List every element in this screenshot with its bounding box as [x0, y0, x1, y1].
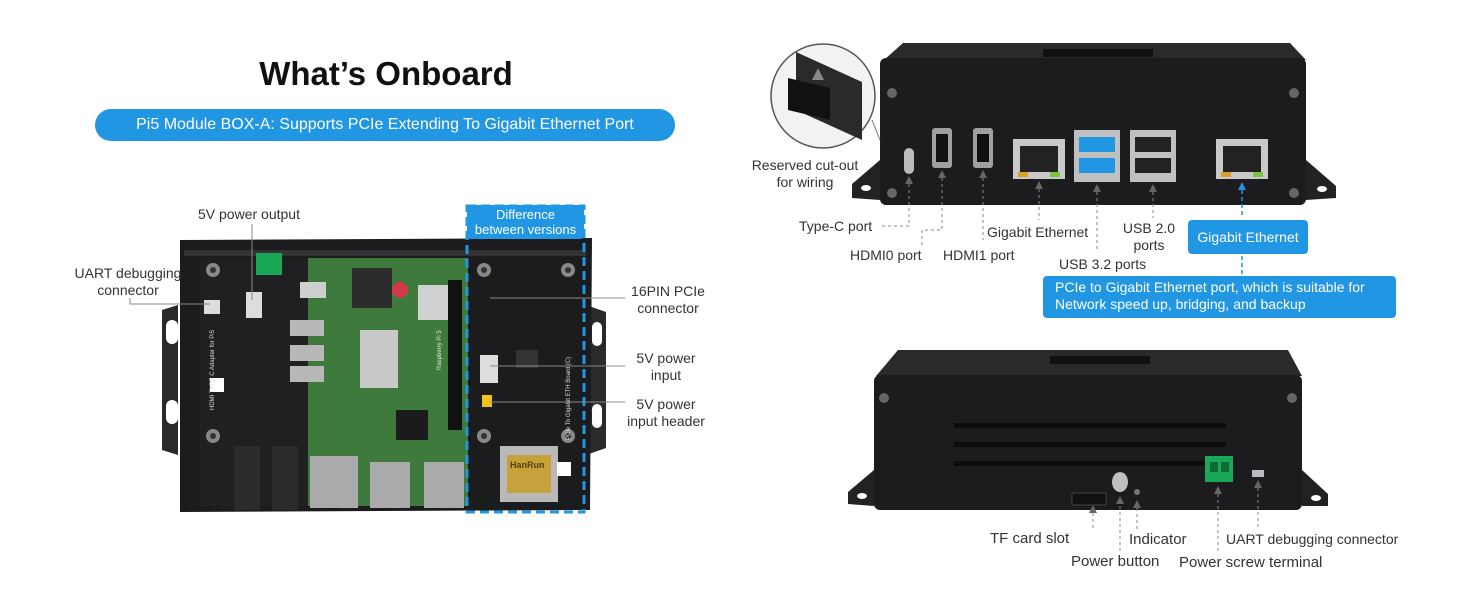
rear-panel-illustration [770, 43, 1336, 276]
silkscreen-eth-board: PCIe To Gigabit ETH Board (C) [566, 356, 572, 440]
label-power-header: 5V power input header [618, 396, 714, 430]
label-gigabit-ethernet: Gigabit Ethernet [987, 224, 1089, 240]
silkscreen-adapter: HDMI TYPE C Adapter for Pi5 [210, 330, 216, 410]
label-pcie-line1: 16PIN PCIe [631, 283, 705, 299]
label-power-output: 5V power output [198, 206, 300, 222]
difference-line2: between versions [474, 222, 577, 237]
board-leader-lines [129, 224, 625, 403]
label-usb20-ports: USB 2.0 ports [1115, 220, 1183, 254]
label-indicator: Indicator [1129, 531, 1187, 548]
label-tf-card-slot: TF card slot [990, 530, 1070, 547]
label-uart-debugging-connector: UART debugging connector [1226, 531, 1399, 547]
page-title: What’s Onboard [259, 55, 513, 92]
label-uart-debug-line2: connector [97, 282, 159, 298]
silkscreen-hanrun: HanRun [510, 460, 545, 470]
label-type-c-port: Type-C port [799, 218, 873, 234]
label-usb20-line1: USB 2.0 [1122, 220, 1176, 236]
label-power-header-line1: 5V power [636, 396, 696, 412]
label-power-input-line2: input [650, 367, 682, 383]
label-reserved-line2: for wiring [776, 174, 834, 190]
label-hdmi0-port: HDMI0 port [850, 247, 922, 263]
gigabit-ethernet-badge: Gigabit Ethernet [1188, 220, 1308, 254]
label-pcie-line2: connector [637, 300, 699, 316]
label-uart-debug: UART debugging connector [62, 265, 194, 299]
pcie-eth-line2: Network speed up, bridging, and backup [1055, 296, 1306, 312]
label-reserved-line1: Reserved cut-out [751, 157, 859, 173]
label-power-header-line2: input header [627, 413, 705, 429]
label-usb20-line2: ports [1133, 237, 1165, 253]
label-power-input-line1: 5V power [636, 350, 696, 366]
label-hdmi1-port: HDMI1 port [943, 247, 1015, 263]
label-uart-debug-line1: UART debugging [74, 265, 182, 281]
label-power-input: 5V power input [618, 350, 714, 384]
label-pcie-connector: 16PIN PCIe connector [618, 283, 718, 317]
label-power-screw-terminal: Power screw terminal [1179, 554, 1323, 571]
difference-line1: Difference [495, 207, 555, 222]
label-power-button: Power button [1071, 553, 1160, 570]
front-panel-illustration [848, 350, 1328, 552]
subtitle-banner: Pi5 Module BOX-A: Supports PCIe Extendin… [95, 109, 675, 141]
pcie-eth-line1: PCIe to Gigabit Ethernet port, which is … [1055, 279, 1365, 295]
silkscreen-pi: Raspberry Pi 5 [437, 330, 443, 370]
label-reserved-cutout: Reserved cut-out for wiring [750, 157, 860, 191]
difference-badge: Difference between versions [467, 205, 584, 239]
label-usb32-ports: USB 3.2 ports [1059, 256, 1147, 272]
pcie-ethernet-info-box: PCIe to Gigabit Ethernet port, which is … [1043, 276, 1396, 318]
board-case-illustration [162, 204, 606, 514]
